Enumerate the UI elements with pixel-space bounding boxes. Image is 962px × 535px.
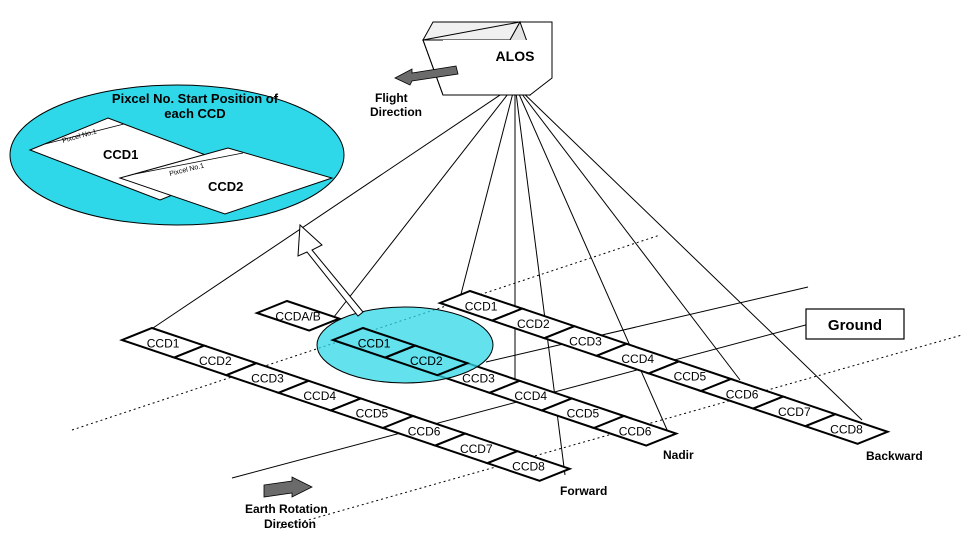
nadir-highlight-ccd2-label: CCD2 [410,354,443,368]
flight-direction-line1: Flight [375,91,408,105]
earth-rotation-line2: Direction [264,517,316,531]
dotted-line-top [71,234,661,431]
nadir-ccd4-label: CCD4 [514,389,547,403]
backward-ccd3-label: CCD3 [569,335,602,349]
view-line-backward-mid [514,84,741,381]
forward-ccd3-label: CCD3 [251,372,284,386]
zoom-arrow [297,223,364,317]
inset-ccd2-pixel-row [134,152,244,175]
view-line-nadir-right [514,84,669,433]
earth-rotation-arrow [263,476,313,498]
satellite-outline [422,21,553,96]
inset-ccd1-pixel-row [44,123,125,145]
highlight-ellipse [316,306,494,384]
ground-dotted-lines [71,234,962,529]
nadir-label: Nadir [663,448,694,462]
backward-ccd1-label: CCD1 [465,299,498,313]
nadir-ccd6-cell [591,414,680,447]
alos-label: ALOS [496,48,535,64]
inset-title-line2: each CCD [164,106,225,121]
forward-ccd5-label: CCD5 [356,407,389,421]
backward-ccd6-label: CCD6 [726,387,759,401]
backward-label: Backward [866,449,923,463]
forward-ccd2-label: CCD2 [199,354,232,368]
inset-ccd1-label: CCD1 [103,147,138,162]
forward-ccd8-label: CCD8 [512,460,545,474]
earth-rotation-line1: Earth Rotation [245,502,328,516]
view-line-nadir-left [329,84,516,323]
satellite-body [443,40,550,95]
nadir-ccd5-label: CCD5 [567,407,600,421]
forward-ccd4-label: CCD4 [303,389,336,403]
forward-ccd8-cell [484,450,573,482]
ground-line-upper [485,286,809,363]
nadir-ccd6-label: CCD6 [619,424,652,438]
forward-label: Forward [560,484,607,498]
nadir-ccda-b-cell [254,299,343,332]
forward-ccd7-label: CCD7 [460,442,493,456]
flight-direction-line2: Direction [370,105,422,119]
inset-zoom: Pixcel No. Start Position of each CCD Pi… [9,84,345,226]
flight-arrow-shape [394,65,459,86]
forward-ccd1-label: CCD1 [147,336,180,350]
backward-ccd8-label: CCD8 [830,423,863,437]
view-line-backward-left [459,84,516,299]
earth-rotation-arrow-shape [263,476,313,498]
ground-label: Ground [828,317,882,334]
dotted-line-bottom [279,334,962,529]
nadir-ccd3-label: CCD3 [462,372,495,386]
view-line-backward-right [514,84,863,421]
backward-ccd4-label: CCD4 [621,352,654,366]
nadir-ccda-b-label: CCDA/B [275,309,320,323]
alos-satellite [422,20,553,97]
backward-ccd7-label: CCD7 [778,405,811,419]
flight-direction-arrow [394,65,459,86]
nadir-highlight-ccd2-cell [382,344,471,377]
backward-ccd5-label: CCD5 [674,370,707,384]
view-line-forward-left [149,84,516,331]
backward-ccd2-label: CCD2 [517,317,550,331]
inset-title-line1: Pixcel No. Start Position of [112,91,279,106]
view-lines [149,84,863,476]
ground-box [805,308,905,340]
inset-ccd2-label: CCD2 [208,179,243,194]
nadir-highlight-ccd1-label: CCD1 [358,336,391,350]
backward-ccd8-cell [802,413,891,445]
forward-ccd6-label: CCD6 [408,424,441,438]
inset-ccd2-cell [118,147,334,215]
